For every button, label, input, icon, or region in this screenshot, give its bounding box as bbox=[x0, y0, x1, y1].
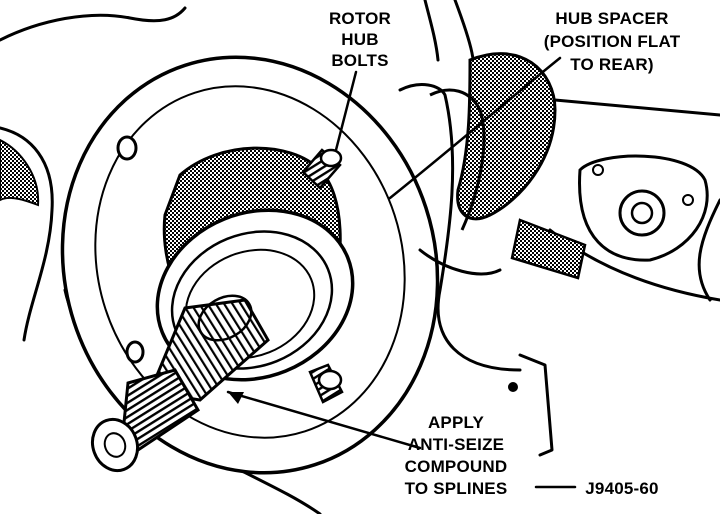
hub-flange bbox=[155, 146, 355, 382]
rotor-hub-bolt-upper bbox=[301, 148, 343, 190]
hub-spacer bbox=[429, 52, 557, 231]
tie-rod-stud bbox=[510, 218, 587, 280]
label-to-splines: TO SPLINES bbox=[405, 479, 508, 498]
label-hub-spacer-line2: (POSITION FLAT bbox=[544, 32, 681, 51]
figure-id: J9405-60 bbox=[585, 479, 658, 498]
tie-rod-end-castle-nut bbox=[578, 154, 709, 262]
label-anti-seize: ANTI-SEIZE bbox=[408, 435, 504, 454]
left-shadow-hatch bbox=[0, 138, 40, 207]
label-hub-spacer: HUB SPACER (POSITION FLAT TO REAR) bbox=[544, 9, 681, 74]
rotor-hub-bolt-lower bbox=[308, 363, 344, 404]
rotor-bolt-holes bbox=[116, 135, 145, 364]
label-rotor-hub-bolts: ROTOR HUB BOLTS bbox=[329, 9, 391, 70]
knuckle-bolt-hole bbox=[508, 382, 518, 392]
leader-apply-anti-seize bbox=[226, 390, 422, 450]
leader-hub-spacer bbox=[388, 56, 562, 200]
leader-rotor-hub-bolts bbox=[334, 70, 358, 152]
axle-shaft bbox=[90, 294, 270, 473]
label-hub-spacer-line3: TO REAR) bbox=[570, 55, 653, 74]
leader-arrowhead bbox=[228, 392, 244, 404]
label-apply: APPLY bbox=[428, 413, 485, 432]
label-bolts: BOLTS bbox=[331, 51, 388, 70]
label-hub-spacer-line1: HUB SPACER bbox=[555, 9, 668, 28]
label-hub: HUB bbox=[341, 30, 378, 49]
leader-lines bbox=[226, 56, 577, 489]
label-apply-anti-seize: APPLY ANTI-SEIZE COMPOUND TO SPLINES bbox=[405, 413, 508, 498]
label-rotor: ROTOR bbox=[329, 9, 391, 28]
label-compound: COMPOUND bbox=[405, 457, 508, 476]
